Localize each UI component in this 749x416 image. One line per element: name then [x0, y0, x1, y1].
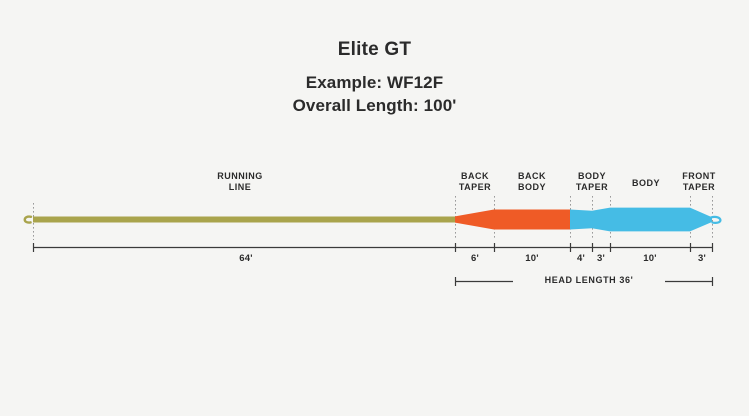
- segment-label-body: BODY: [631, 178, 660, 188]
- dimension-label-body-taper: 4': [577, 253, 585, 264]
- dimension-label-back-body: 10': [525, 253, 539, 264]
- body-taper-segment: [570, 209, 592, 230]
- dimension-label-back-taper: 6': [471, 253, 479, 264]
- overall-length-line: Overall Length: 100': [292, 96, 457, 115]
- example-model-line: Example: WF12F: [305, 73, 444, 92]
- dimension-label-body-taper-2: 3': [597, 253, 605, 264]
- spec-lines: Example: WF12F Overall Length: 100': [0, 71, 749, 117]
- title-block: Elite GT Example: WF12F Overall Length: …: [0, 38, 749, 117]
- body-taper-segment-2: [592, 207, 610, 232]
- segment-label-front-taper: FRONT TAPER: [682, 171, 716, 192]
- dimension-label-running-line: 64': [239, 253, 253, 264]
- body-segment: [610, 207, 690, 232]
- segment-label-running-line: RUNNING LINE: [217, 171, 263, 192]
- back-taper-segment: [455, 209, 494, 230]
- front-taper-segment: [690, 207, 712, 232]
- guide-lines: [33, 196, 713, 240]
- page-title: Elite GT: [337, 39, 412, 60]
- back-body-segment: [494, 209, 570, 230]
- dimension-rule: [32, 243, 714, 252]
- segment-label-back-taper: BACK TAPER: [458, 171, 492, 192]
- segment-label-body-taper: BODY TAPER: [575, 171, 609, 192]
- segment-label-back-body: BACK BODY: [517, 171, 546, 192]
- head-length-label: HEAD LENGTH 36': [513, 275, 665, 285]
- dimension-label-body: 10': [643, 253, 657, 264]
- front-loop-icon: [709, 215, 722, 224]
- running-line-segment: [33, 216, 457, 223]
- rear-loop-icon: [23, 215, 33, 224]
- dimension-label-front-taper: 3': [698, 253, 706, 264]
